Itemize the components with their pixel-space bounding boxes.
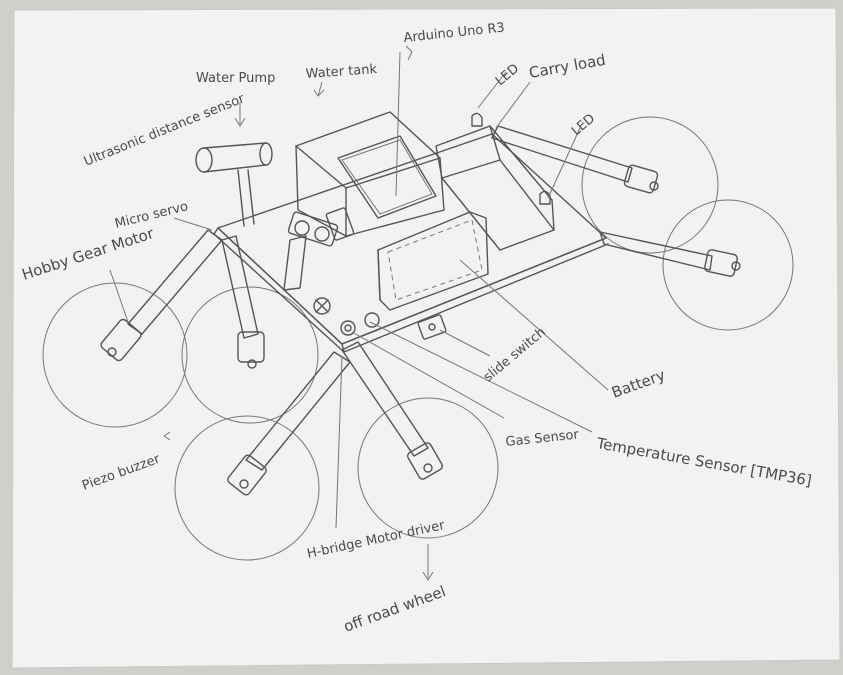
label-water-pump: Water Pump	[196, 71, 275, 86]
paper-sheet	[12, 8, 840, 668]
